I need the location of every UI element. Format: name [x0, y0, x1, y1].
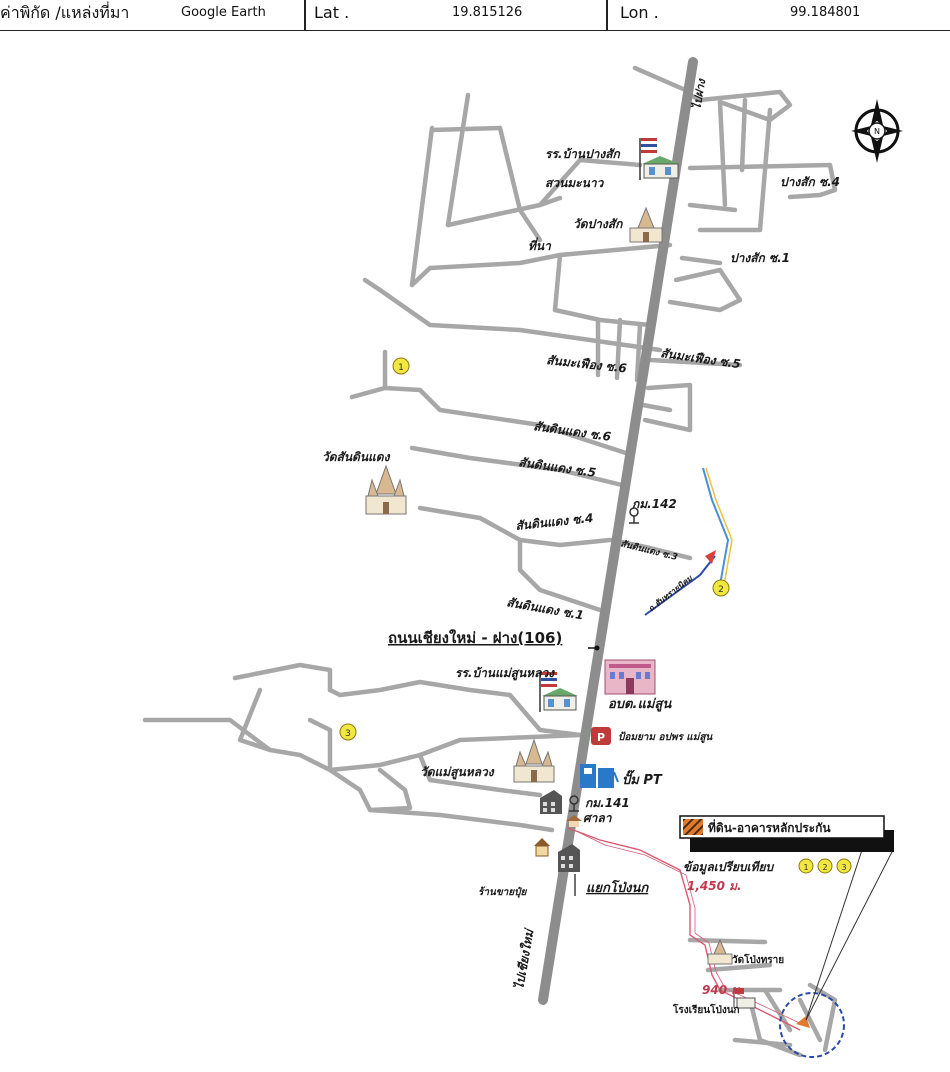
sandindaeng-5-label: สันดินแดง ซ.5	[518, 455, 597, 480]
school-pongnok-label: โรงเรียนโป่งนก	[672, 1003, 740, 1016]
office-building-icon	[604, 659, 656, 695]
gas-station-icon	[580, 764, 619, 788]
wat-maesun-label: วัดแม่สูนหลวง	[420, 765, 495, 780]
distance-1450-label: 1,450 ม.	[687, 879, 742, 893]
sanmafueang-5-label: สันมะเฟือง ซ.5	[660, 346, 742, 371]
svg-text:1: 1	[398, 363, 404, 373]
svg-text:N: N	[874, 127, 880, 136]
comparison-marker-3: 3	[339, 723, 357, 741]
wat-pangsak-label: วัดปางสัก	[573, 217, 623, 231]
comparison-marker-2: 2	[712, 579, 730, 597]
side-road-label: ถ.สันทรายนิคม	[647, 573, 695, 613]
coordinate-header: ค่าพิกัด /แหล่งที่มา Google Earth Lat . …	[0, 0, 950, 31]
main-road-label: ถนนเชียงใหม่ - ฝาง(106)	[388, 629, 562, 647]
pangsak-4-label: ปางสัก ซ.4	[780, 175, 840, 189]
police-box-label: ป้อมยาม อปพร แม่สูน	[618, 731, 713, 743]
shophouse-icon	[540, 790, 562, 814]
collateral-hatch-swatch	[683, 819, 703, 835]
svg-text:3: 3	[345, 729, 351, 739]
rice-field-label: ที่นา	[528, 237, 552, 253]
sala-icon	[566, 815, 582, 827]
legend: ที่ดิน-อาคารหลักประกัน ข้อมูลเปรียบเทียบ…	[679, 815, 894, 875]
school-icon	[639, 138, 680, 180]
source-value: Google Earth	[181, 5, 266, 20]
shophouse-icon	[558, 844, 580, 872]
highway-106	[538, 57, 698, 1005]
sandindaeng-6-label: สันดินแดง ซ.6	[533, 419, 612, 444]
km-post-icon	[629, 507, 639, 524]
legend-collateral-label: ที่ดิน-อาคารหลักประกัน	[708, 819, 831, 835]
legend-comparison-label: ข้อมูลเปรียบเทียบ	[683, 860, 775, 875]
suan-mao-label: สวนมะนาว	[545, 176, 605, 190]
canal-bank	[705, 467, 733, 586]
pt-station-label: ปั๊ม PT	[622, 769, 663, 788]
fertilizer-shop-label: ร้านขายปุ๋ย	[478, 886, 527, 898]
header-divider	[606, 0, 608, 30]
direction-arrow	[705, 550, 716, 564]
sanmafueang-6-label: สันมะเฟือง ซ.6	[546, 353, 628, 375]
km141-label: กม.141	[585, 796, 630, 810]
north-arrow-icon: N	[851, 99, 903, 163]
route-line	[567, 827, 801, 1031]
school-icon	[539, 672, 578, 712]
lon-value: 99.184801	[790, 5, 861, 20]
minor-roads	[142, 65, 838, 1058]
km-post-icon	[569, 795, 579, 812]
sala-label: ศาลา	[583, 811, 613, 825]
temple-icon	[707, 938, 733, 965]
svg-text:P: P	[597, 731, 605, 744]
lat-label: Lat .	[314, 3, 350, 22]
side-road-line	[644, 555, 716, 616]
pangsak-1-label: ปางสัก ซ.1	[730, 251, 790, 265]
shop-icon	[534, 838, 550, 857]
header-divider	[304, 0, 306, 30]
school-maesun-label: รร.บ้านแม่สูนหลวง	[455, 666, 555, 681]
temple-icon	[513, 738, 555, 783]
location-map: N P	[142, 57, 903, 1058]
comparison-marker-1: 1	[392, 357, 410, 375]
wat-sandindaeng-label: วัดสันดินแดง	[322, 450, 391, 464]
temple-icon	[365, 464, 407, 515]
school-pangsak-label: รร.บ้านปางสัก	[545, 147, 621, 161]
canal	[702, 467, 730, 586]
to-chiangmai-label: ไปเชียงใหม่	[511, 926, 537, 990]
svg-text:3: 3	[841, 863, 846, 872]
source-label: ค่าพิกัด /แหล่งที่มา	[0, 3, 130, 22]
sandindaeng-3-label: สันดินแดง ซ.3	[619, 538, 679, 563]
svg-text:2: 2	[718, 585, 724, 595]
svg-text:1: 1	[803, 863, 808, 872]
school-icon	[733, 988, 756, 1009]
lat-value: 19.815126	[452, 5, 523, 20]
svg-text:2: 2	[822, 863, 827, 872]
km142-label: กม.142	[632, 497, 677, 511]
junction-label: แยกโป่งนก	[586, 879, 649, 896]
distance-940-label: 940 ม.	[702, 983, 744, 997]
temple-icon	[629, 206, 663, 243]
obt-maesun-label: อบต.แม่สูน	[608, 697, 672, 712]
lon-label: Lon .	[620, 3, 659, 22]
sandindaeng-4-label: สันดินแดง ซ.4	[515, 511, 594, 533]
police-box-icon: P	[591, 727, 611, 745]
wat-pongsai-label: วัดโป่งทราย	[732, 953, 784, 966]
property-location-circle	[779, 992, 845, 1058]
to-fang-label: ไปฝาง	[689, 76, 708, 110]
